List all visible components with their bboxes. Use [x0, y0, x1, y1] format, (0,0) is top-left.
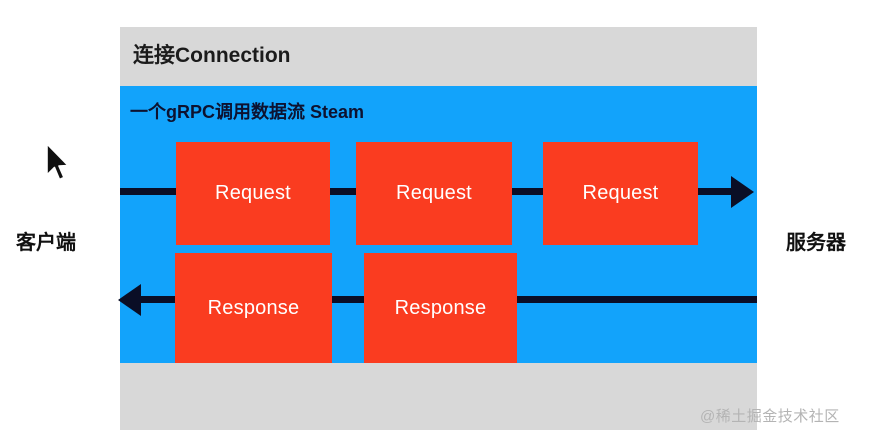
watermark: @稀土掘金技术社区	[700, 408, 840, 425]
connection-title: 连接Connection	[133, 44, 291, 67]
mouse-pointer-icon	[46, 143, 69, 181]
stream-title: 一个gRPC调用数据流 Steam	[130, 102, 365, 122]
response-box: Response	[175, 253, 332, 363]
server-label: 服务器	[786, 232, 846, 254]
arrow-left-icon	[118, 284, 141, 316]
response-box: Response	[364, 253, 517, 363]
request-box: Request	[176, 142, 330, 245]
arrow-right-icon	[731, 176, 754, 208]
request-box: Request	[543, 142, 698, 245]
client-label: 客户端	[16, 232, 76, 254]
request-box: Request	[356, 142, 512, 245]
